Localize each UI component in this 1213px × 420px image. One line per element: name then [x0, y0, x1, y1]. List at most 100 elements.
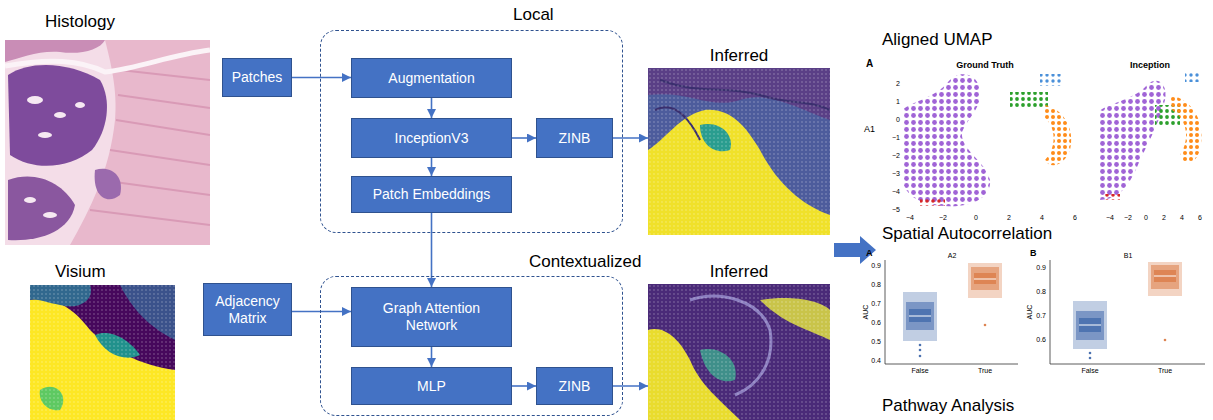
boxen-plot: [885, 260, 1205, 364]
inferred-map-local: [648, 68, 830, 235]
box-label: Graph Attention Network: [356, 300, 507, 334]
process-box: Graph Attention Network: [351, 287, 512, 347]
box-label: InceptionV3: [395, 130, 469, 147]
image-heading: Inferred: [710, 46, 769, 66]
axis-tick: 0.9: [1036, 264, 1046, 272]
histology-image: [54, 112, 66, 118]
boxen-plot: [1089, 357, 1092, 360]
process-box: ZINB: [536, 118, 613, 158]
boxen-plot: [984, 324, 987, 327]
process-box: MLP: [351, 367, 512, 405]
arrow-connector: [292, 77, 351, 79]
inferred-map-contextualized: [648, 284, 830, 420]
histology-image: [5, 50, 210, 72]
process-box: Patches: [222, 58, 292, 97]
histology-image: [8, 176, 75, 240]
boxen-plot: [906, 302, 934, 330]
axis-tick: A2: [948, 252, 957, 260]
section-heading: Histology: [45, 12, 115, 32]
inferred-map-local: [648, 68, 830, 235]
boxen-plot: [974, 279, 996, 280]
histology-image: [5, 40, 210, 245]
axis-tick: True: [978, 367, 992, 375]
boxen-plot: [1079, 318, 1101, 332]
axis-tick: 6: [1198, 214, 1202, 222]
visium-image: [30, 285, 175, 420]
process-box: Patch Embeddings: [351, 176, 512, 213]
box-label: Augmentation: [388, 70, 474, 87]
histology-image: [95, 169, 121, 200]
umap-scatter: [1170, 95, 1202, 163]
axis-tick: −2: [892, 152, 900, 160]
axis-tick: 0.7: [871, 300, 881, 308]
axis-tick: −2: [1124, 214, 1132, 222]
boxen-plot: [1089, 352, 1092, 355]
axis-tick: 4: [1040, 214, 1044, 222]
boxen-plot: [1164, 339, 1167, 342]
histology-image: [75, 102, 85, 108]
arrow-connector: [431, 347, 433, 367]
axis-tick: 0.5: [871, 338, 881, 346]
panel-label: Inception: [1130, 60, 1170, 70]
box-label: ZINB: [559, 378, 591, 395]
group-heading: Contextualized: [529, 252, 641, 272]
axis-tick: 0.6: [1036, 336, 1046, 344]
boxen-plot: [903, 292, 937, 341]
arrow-connector: [431, 158, 433, 176]
axis-tick: False: [1081, 367, 1098, 375]
axis-tick: 1: [896, 98, 900, 106]
axis-tick: 0: [1144, 214, 1148, 222]
panel-label: Ground Truth: [956, 60, 1014, 70]
axis-tick: −4: [906, 214, 914, 222]
boxen-plot: [974, 273, 996, 284]
axis-tick: 6: [1073, 214, 1077, 222]
axis-tick: 0.7: [1036, 312, 1046, 320]
box-label: Patches: [232, 69, 283, 86]
axis-tick: 4: [1180, 214, 1184, 222]
box-label: ZINB: [559, 130, 591, 147]
inferred-map-contextualized: [648, 284, 830, 420]
boxen-plot: [1154, 270, 1176, 282]
axis-tick: 0.9: [871, 262, 881, 270]
boxen-plot: [1148, 262, 1182, 296]
umap-scatter: [920, 198, 945, 206]
boxen-plot: [1079, 325, 1101, 326]
boxen-plot: [971, 267, 999, 290]
axis-tick: −4: [892, 188, 900, 196]
umap-scatter: [1105, 194, 1120, 200]
axis-tick: −3: [892, 170, 900, 178]
axis-tick: −4: [1106, 214, 1114, 222]
histology-image: [8, 65, 107, 166]
box-label: Patch Embeddings: [373, 186, 491, 203]
umap-scatter: [902, 72, 1202, 206]
box-label: Adjacency Matrix: [208, 293, 287, 327]
arrow-connector: [512, 385, 536, 387]
axis-tick: 2: [1162, 214, 1166, 222]
inferred-map: Inferred: [648, 284, 830, 420]
process-box: Augmentation: [351, 58, 512, 98]
histology-image: [27, 96, 43, 104]
axis-tick: 0.6: [871, 319, 881, 327]
visium-image: [30, 285, 175, 420]
axis-label: AUC: [862, 305, 870, 320]
axis-tick: True: [1158, 367, 1172, 375]
umap-scatter: [902, 74, 990, 206]
panel-label: B: [1030, 248, 1037, 258]
section-heading: Visium: [55, 262, 106, 282]
boxen-plot: [919, 344, 922, 347]
boxen-plot: [1050, 260, 1205, 364]
boxen-plot: [909, 316, 931, 317]
result-arrow: [834, 236, 876, 264]
axis-tick: 2: [1007, 214, 1011, 222]
boxen-plot: [919, 349, 922, 352]
box-label: MLP: [417, 378, 446, 395]
section-heading: Spatial Autocorrelation: [882, 224, 1052, 244]
group-heading: Local: [513, 5, 554, 25]
axis-tick: 0.8: [1036, 288, 1046, 296]
axis-tick: False: [911, 367, 928, 375]
panel-label: A1: [864, 124, 875, 134]
boxen-plot: [909, 309, 931, 322]
